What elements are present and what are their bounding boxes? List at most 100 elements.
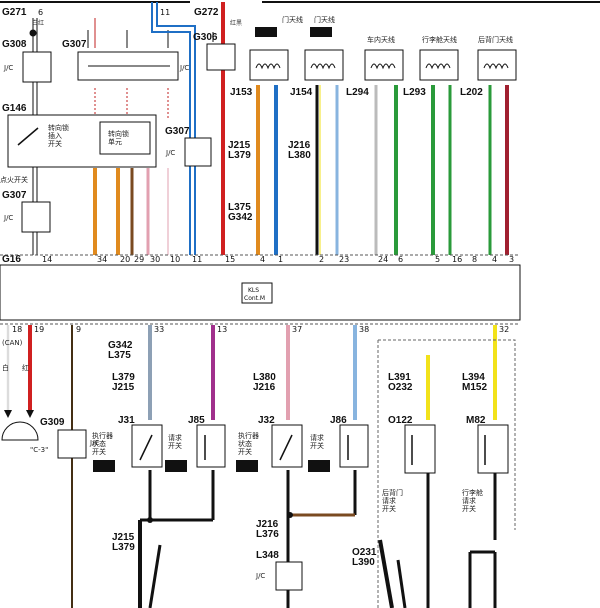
g272-color: 红黑	[230, 19, 242, 27]
l394-label: L394	[462, 372, 485, 383]
m82-switch	[477, 424, 509, 474]
bottom-pin-37: 37	[292, 325, 302, 334]
l379-lower-label: L379	[112, 542, 135, 553]
g16-pin-8: 8	[472, 255, 477, 264]
o232-label: O232	[388, 382, 413, 393]
l380-top-label: L380	[288, 150, 311, 161]
ignition-label: 点火开关	[0, 175, 28, 184]
g307-mid-label: G307	[165, 126, 190, 137]
j85-text: 请求开关	[168, 433, 182, 450]
g307-mid-jc-box	[184, 137, 212, 167]
l391-label: L391	[388, 372, 411, 383]
steer-switch-text: 转向锁插入开关	[48, 123, 69, 148]
g306-label: G306	[193, 32, 218, 43]
antenna-coil-5	[477, 49, 517, 81]
g16-pin-11: 11	[192, 255, 202, 264]
meter-gauge-icon	[1, 421, 39, 441]
l348-label: L348	[256, 550, 279, 561]
g16-pin-29: 29	[134, 255, 144, 264]
g16-pin-10: 10	[170, 255, 180, 264]
antenna-coil-4	[419, 49, 459, 81]
door-antenna-icon-b	[310, 27, 332, 37]
g16-label: G16	[2, 254, 21, 265]
can-white-label: 白	[2, 363, 9, 372]
g342-top-label: G342	[228, 212, 253, 223]
l348-jc-box	[275, 561, 303, 591]
g16-pin-30: 30	[150, 255, 160, 264]
j153-label: J153	[230, 87, 253, 98]
g16-pin-14: 14	[42, 255, 52, 264]
g309-label: G309	[40, 417, 65, 428]
l379-bottom-label: L379	[112, 372, 135, 383]
g307-left-jc: J/C	[3, 214, 13, 222]
g16-pin-3: 3	[509, 255, 514, 264]
wire-11-label: 11	[160, 8, 170, 17]
g342-bottom-label: G342	[108, 340, 133, 351]
g146-label: G146	[2, 103, 27, 114]
g16-pin-4: 4	[492, 255, 497, 264]
g308-label: G308	[2, 39, 27, 50]
kls-label-2: Cont.M	[244, 295, 265, 302]
l294-label: L294	[346, 87, 369, 98]
j216-top-label: J216	[288, 140, 311, 151]
j32-text: 执行器状态开关	[238, 431, 259, 456]
l380-bottom-label: L380	[253, 372, 276, 383]
bottom-pin-38: 38	[359, 325, 369, 334]
antenna-coil-1	[249, 49, 289, 81]
g16-pin-20: 20	[120, 255, 130, 264]
g16-pin-2: 2	[319, 255, 324, 264]
can-red-label: 红	[22, 363, 29, 372]
l375-bottom-label: L375	[108, 350, 131, 361]
g307-left-label: G307	[2, 190, 27, 201]
g309-jc: J/C	[89, 439, 99, 447]
antenna-header-4: 行李舱天线	[422, 35, 457, 44]
kls-label-1: KLS	[248, 287, 259, 294]
l379-top-label: L379	[228, 150, 251, 161]
m82-text: 行李舱请求开关	[462, 488, 483, 513]
bottom-pin-33: 33	[154, 325, 164, 334]
j216-lower-label: J216	[256, 519, 279, 530]
j31-text: 执行器状态开关	[92, 431, 113, 456]
j154-label: J154	[290, 87, 313, 98]
antenna-coil-3	[364, 49, 404, 81]
kls-label-box	[241, 282, 273, 304]
o231-label: O231	[352, 547, 377, 558]
j216-bottom-label: J216	[253, 382, 276, 393]
c3-label: "C-3"	[30, 446, 48, 454]
o122-label: O122	[388, 415, 413, 426]
g272-label: G272	[194, 7, 219, 18]
bottom-pin-19: 19	[34, 325, 44, 334]
g271-pin: 6	[38, 8, 43, 17]
g306-jc-box	[206, 43, 236, 71]
j215-top-label: J215	[228, 140, 251, 151]
can-label: (CAN)	[2, 339, 23, 347]
g271-label: G271	[2, 7, 27, 18]
g307-top-label: G307	[62, 39, 87, 50]
antenna-header-5: 后背门天线	[478, 35, 513, 44]
bottom-pin-18: 18	[12, 325, 22, 334]
j85-switch	[196, 424, 226, 468]
g308-jc: J/C	[3, 64, 13, 72]
l293-label: L293	[403, 87, 426, 98]
bottom-pin-9: 9	[76, 325, 81, 334]
antenna-coil-2	[304, 49, 344, 81]
l348-jc: J/C	[255, 572, 265, 580]
key-icon-4	[308, 460, 330, 472]
o122-switch	[404, 424, 436, 474]
g16-pin-5: 5	[435, 255, 440, 264]
l202-label: L202	[460, 87, 483, 98]
key-icon-2	[165, 460, 187, 472]
steering-lock-unit-box	[99, 121, 151, 155]
l390-label: L390	[352, 557, 375, 568]
j215-bottom-label: J215	[112, 382, 135, 393]
g307-left-jc-box	[21, 201, 51, 233]
m82-label: M82	[466, 415, 486, 426]
g16-pin-24: 24	[378, 255, 388, 264]
g16-pin-1: 1	[278, 255, 283, 264]
g16-pin-23: 23	[339, 255, 349, 264]
g308-jc-box	[22, 51, 52, 83]
